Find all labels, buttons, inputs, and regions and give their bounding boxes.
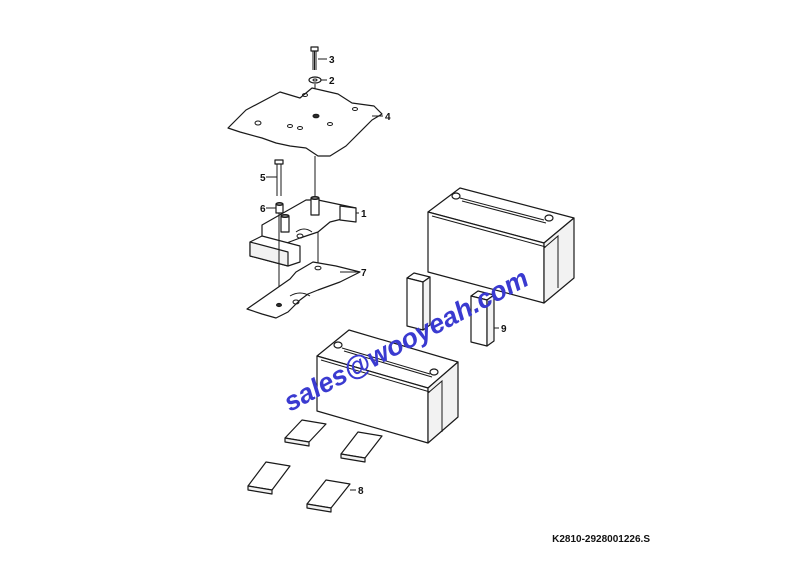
bolt-part-3 [310, 46, 319, 70]
spacer-part-6 [275, 202, 284, 214]
callout-9: 9 [501, 324, 507, 335]
callout-5: 5 [260, 173, 266, 184]
battery-right [427, 187, 575, 304]
rubber-pads-part-8 [247, 419, 383, 513]
bracket-part-1 [249, 196, 357, 267]
callout-2: 2 [329, 76, 335, 87]
callout-1: 1 [361, 209, 367, 220]
battery-left [316, 329, 459, 444]
callout-8: 8 [358, 486, 364, 497]
lower-plate-part-7 [246, 261, 361, 319]
long-bolt-part-5 [274, 159, 284, 196]
washer-part-2 [308, 76, 322, 84]
callout-3: 3 [329, 55, 335, 66]
callout-4: 4 [385, 112, 391, 123]
callout-7: 7 [361, 268, 367, 279]
drawing-number: K2810-2928001226.S [552, 534, 650, 545]
spacer-blocks-part-9 [406, 272, 495, 347]
callout-6: 6 [260, 204, 266, 215]
top-plate-part-4 [227, 87, 383, 157]
